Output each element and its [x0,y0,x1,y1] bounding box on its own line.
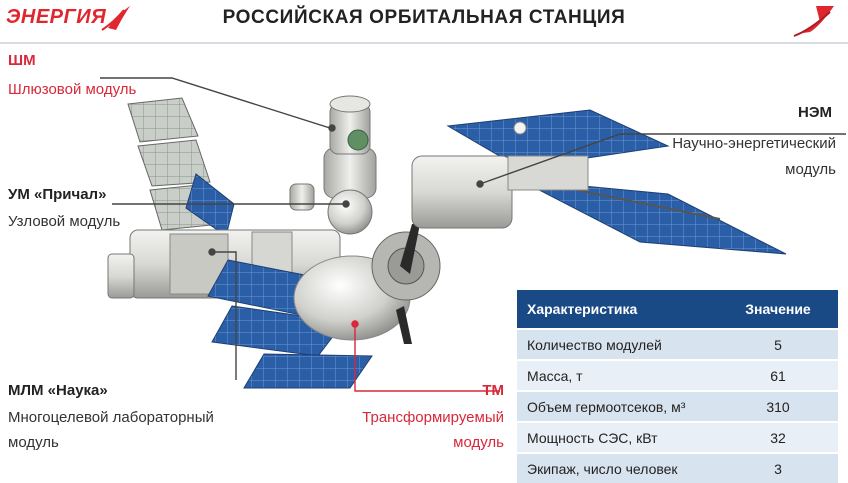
mlm-desc-line2: модуль [8,434,59,451]
characteristics-table: Характеристика Значение Количество модул… [517,290,838,483]
tm-module [293,224,441,344]
tm-desc-line1: Трансформируемый [362,409,504,426]
header: ЭНЕРГИЯ РОССИЙСКАЯ ОРБИТАЛЬНАЯ СТАНЦИЯ [0,0,848,42]
mlm-code-label: МЛМ «Наука» [8,382,108,399]
table-row: Масса, т 61 [517,359,838,391]
mlm-desc-line1: Многоцелевой лабораторный [8,409,214,426]
shm-code-label: ШМ [8,52,36,69]
table-row: Объем гермоотсеков, м³ 310 [517,390,838,422]
nem-desc-line1: Научно-энергетический [672,135,836,152]
nem-module-hull [411,121,589,229]
table-cell-value: 61 [718,359,838,391]
nem-desc-line2: модуль [785,161,836,178]
energia-logo-swoosh-icon [101,6,130,31]
table-cell-name: Масса, т [517,359,718,391]
shm-desc-label: Шлюзовой модуль [8,81,137,98]
table-header-value: Значение [718,290,838,329]
energia-logo: ЭНЕРГИЯ [6,4,136,34]
nem-code-label: НЭМ [798,104,832,121]
table-cell-name: Мощность СЭС, кВт [517,421,718,453]
table-row: Количество модулей 5 [517,328,838,360]
table-cell-name: Объем гермоотсеков, м³ [517,390,718,422]
page-title: РОССИЙСКАЯ ОРБИТАЛЬНАЯ СТАНЦИЯ [222,7,626,28]
table-cell-value: 5 [718,328,838,360]
tm-code-label: ТМ [482,382,504,399]
station-illustration [100,77,846,392]
table-row: Мощность СЭС, кВт 32 [517,421,838,453]
tm-desc-line2: модуль [453,434,504,451]
table-cell-value: 32 [718,421,838,453]
rsc-energia-emblem-icon [793,6,834,37]
table-cell-value: 3 [718,452,838,483]
table-cell-name: Количество модулей [517,328,718,360]
header-divider [0,42,848,44]
table-cell-value: 310 [718,390,838,422]
table-cell-name: Экипаж, число человек [517,452,718,483]
um-code-label: УМ «Причал» [8,186,107,203]
nem-solar-array-upper [446,109,670,169]
table-header-row: Характеристика Значение [517,290,838,329]
shm-module-hull [323,95,377,199]
energia-logo-text: ЭНЕРГИЯ [6,6,107,28]
table-row: Экипаж, число человек 3 [517,452,838,483]
nem-solar-array-lower [519,179,787,255]
um-desc-label: Узловой модуль [8,213,121,230]
table-header-characteristic: Характеристика [517,290,718,329]
